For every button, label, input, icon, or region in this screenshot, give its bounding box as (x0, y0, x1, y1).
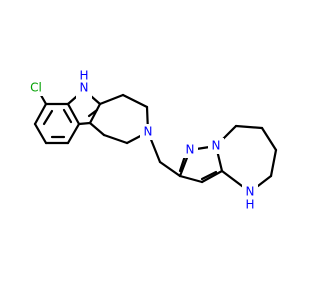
double-bond-inner (87, 108, 99, 118)
bond (260, 126, 278, 152)
double-bond-inner (62, 108, 73, 124)
bond (200, 169, 224, 184)
molecule-canvas: Cl N H N N N N H (24, 68, 278, 214)
atom-labels: Cl N H N N N N H (24, 69, 258, 214)
azepine-nitrogen-label: N (246, 185, 255, 199)
bond (66, 102, 81, 126)
label-background (76, 75, 92, 105)
double-bond-inner (42, 109, 54, 126)
label-background (24, 80, 46, 96)
bond (234, 124, 264, 130)
bond (102, 133, 129, 145)
label-background (182, 142, 198, 158)
bond (88, 121, 106, 137)
pyrazole-n1-label: N (186, 143, 195, 157)
bond (88, 102, 102, 125)
bond (33, 122, 48, 145)
pyrazole-n2-label: N (212, 139, 221, 153)
label-background (140, 124, 156, 140)
azepine-hydrogen-label: H (245, 198, 254, 212)
bond (98, 93, 125, 106)
indole-nitrogen-label: N (80, 81, 89, 95)
chlorine-label: Cl (30, 81, 42, 95)
bond (178, 174, 204, 184)
label-background (208, 138, 224, 154)
molecule-structure: Cl N H N N N N H (24, 68, 278, 214)
bond (33, 102, 48, 126)
bond (269, 148, 278, 178)
bond (121, 93, 149, 109)
methylene-bond (158, 160, 182, 178)
azepine-ring (214, 124, 278, 194)
label-background (242, 184, 258, 214)
ring-nitrogen-label: N (144, 125, 153, 139)
benzene-ring (33, 102, 81, 145)
indole-hydrogen-label: H (79, 69, 88, 83)
bond (77, 121, 92, 126)
double-bond-inner (200, 170, 218, 181)
bond (66, 122, 81, 145)
